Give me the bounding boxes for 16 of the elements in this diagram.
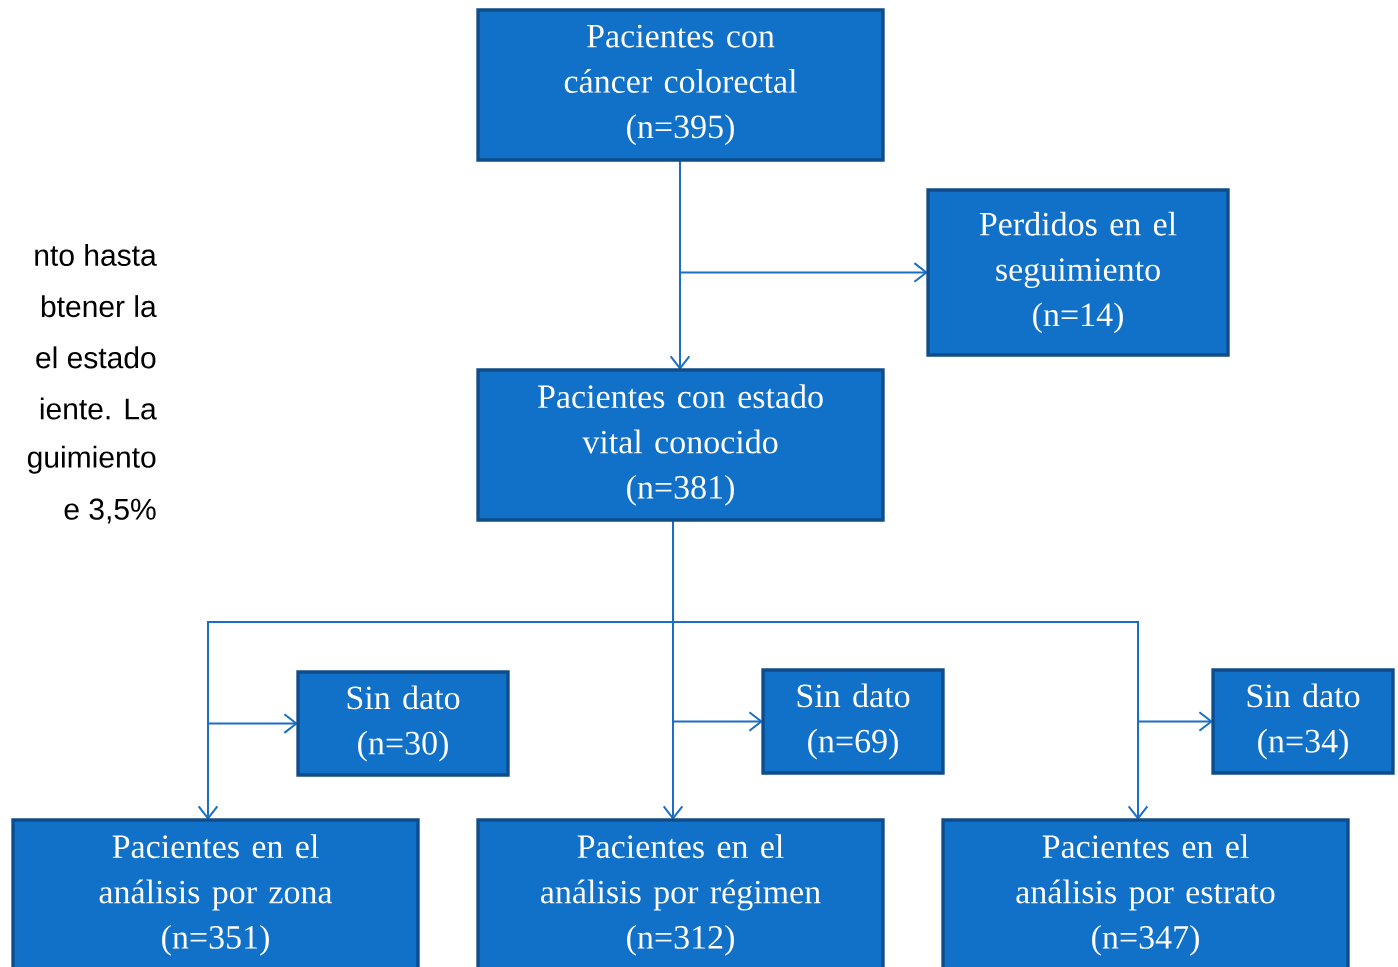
paragraph-fragment: e 3,5% xyxy=(64,498,156,524)
process-box: Sin dato (n=69) xyxy=(761,668,945,775)
paragraph-fragment: el estado xyxy=(36,346,156,369)
paragraph-fragment: btener la xyxy=(41,295,157,318)
process-box: Perdidos en el seguimiento (n=14) xyxy=(926,188,1230,357)
paragraph-fragment: nto hasta xyxy=(35,243,157,266)
process-box: Pacientes con cáncer colorectal (n=395) xyxy=(476,8,885,162)
process-box: Pacientes en el análisis por zona (n=351) xyxy=(11,818,420,967)
paragraph-fragment: guimiento xyxy=(27,445,156,474)
paragraph-fragment: iente. La xyxy=(40,397,157,420)
process-box: Pacientes con estado vital conocido (n=381) xyxy=(476,368,885,522)
arrow xyxy=(679,159,928,283)
process-box: Pacientes en el análisis por estrato (n=347) xyxy=(941,818,1350,967)
process-box: Pacientes en el análisis por régimen (n=312) xyxy=(476,818,885,967)
process-box: Sin dato (n=30) xyxy=(296,670,510,777)
process-box: Sin dato (n=34) xyxy=(1211,668,1395,775)
